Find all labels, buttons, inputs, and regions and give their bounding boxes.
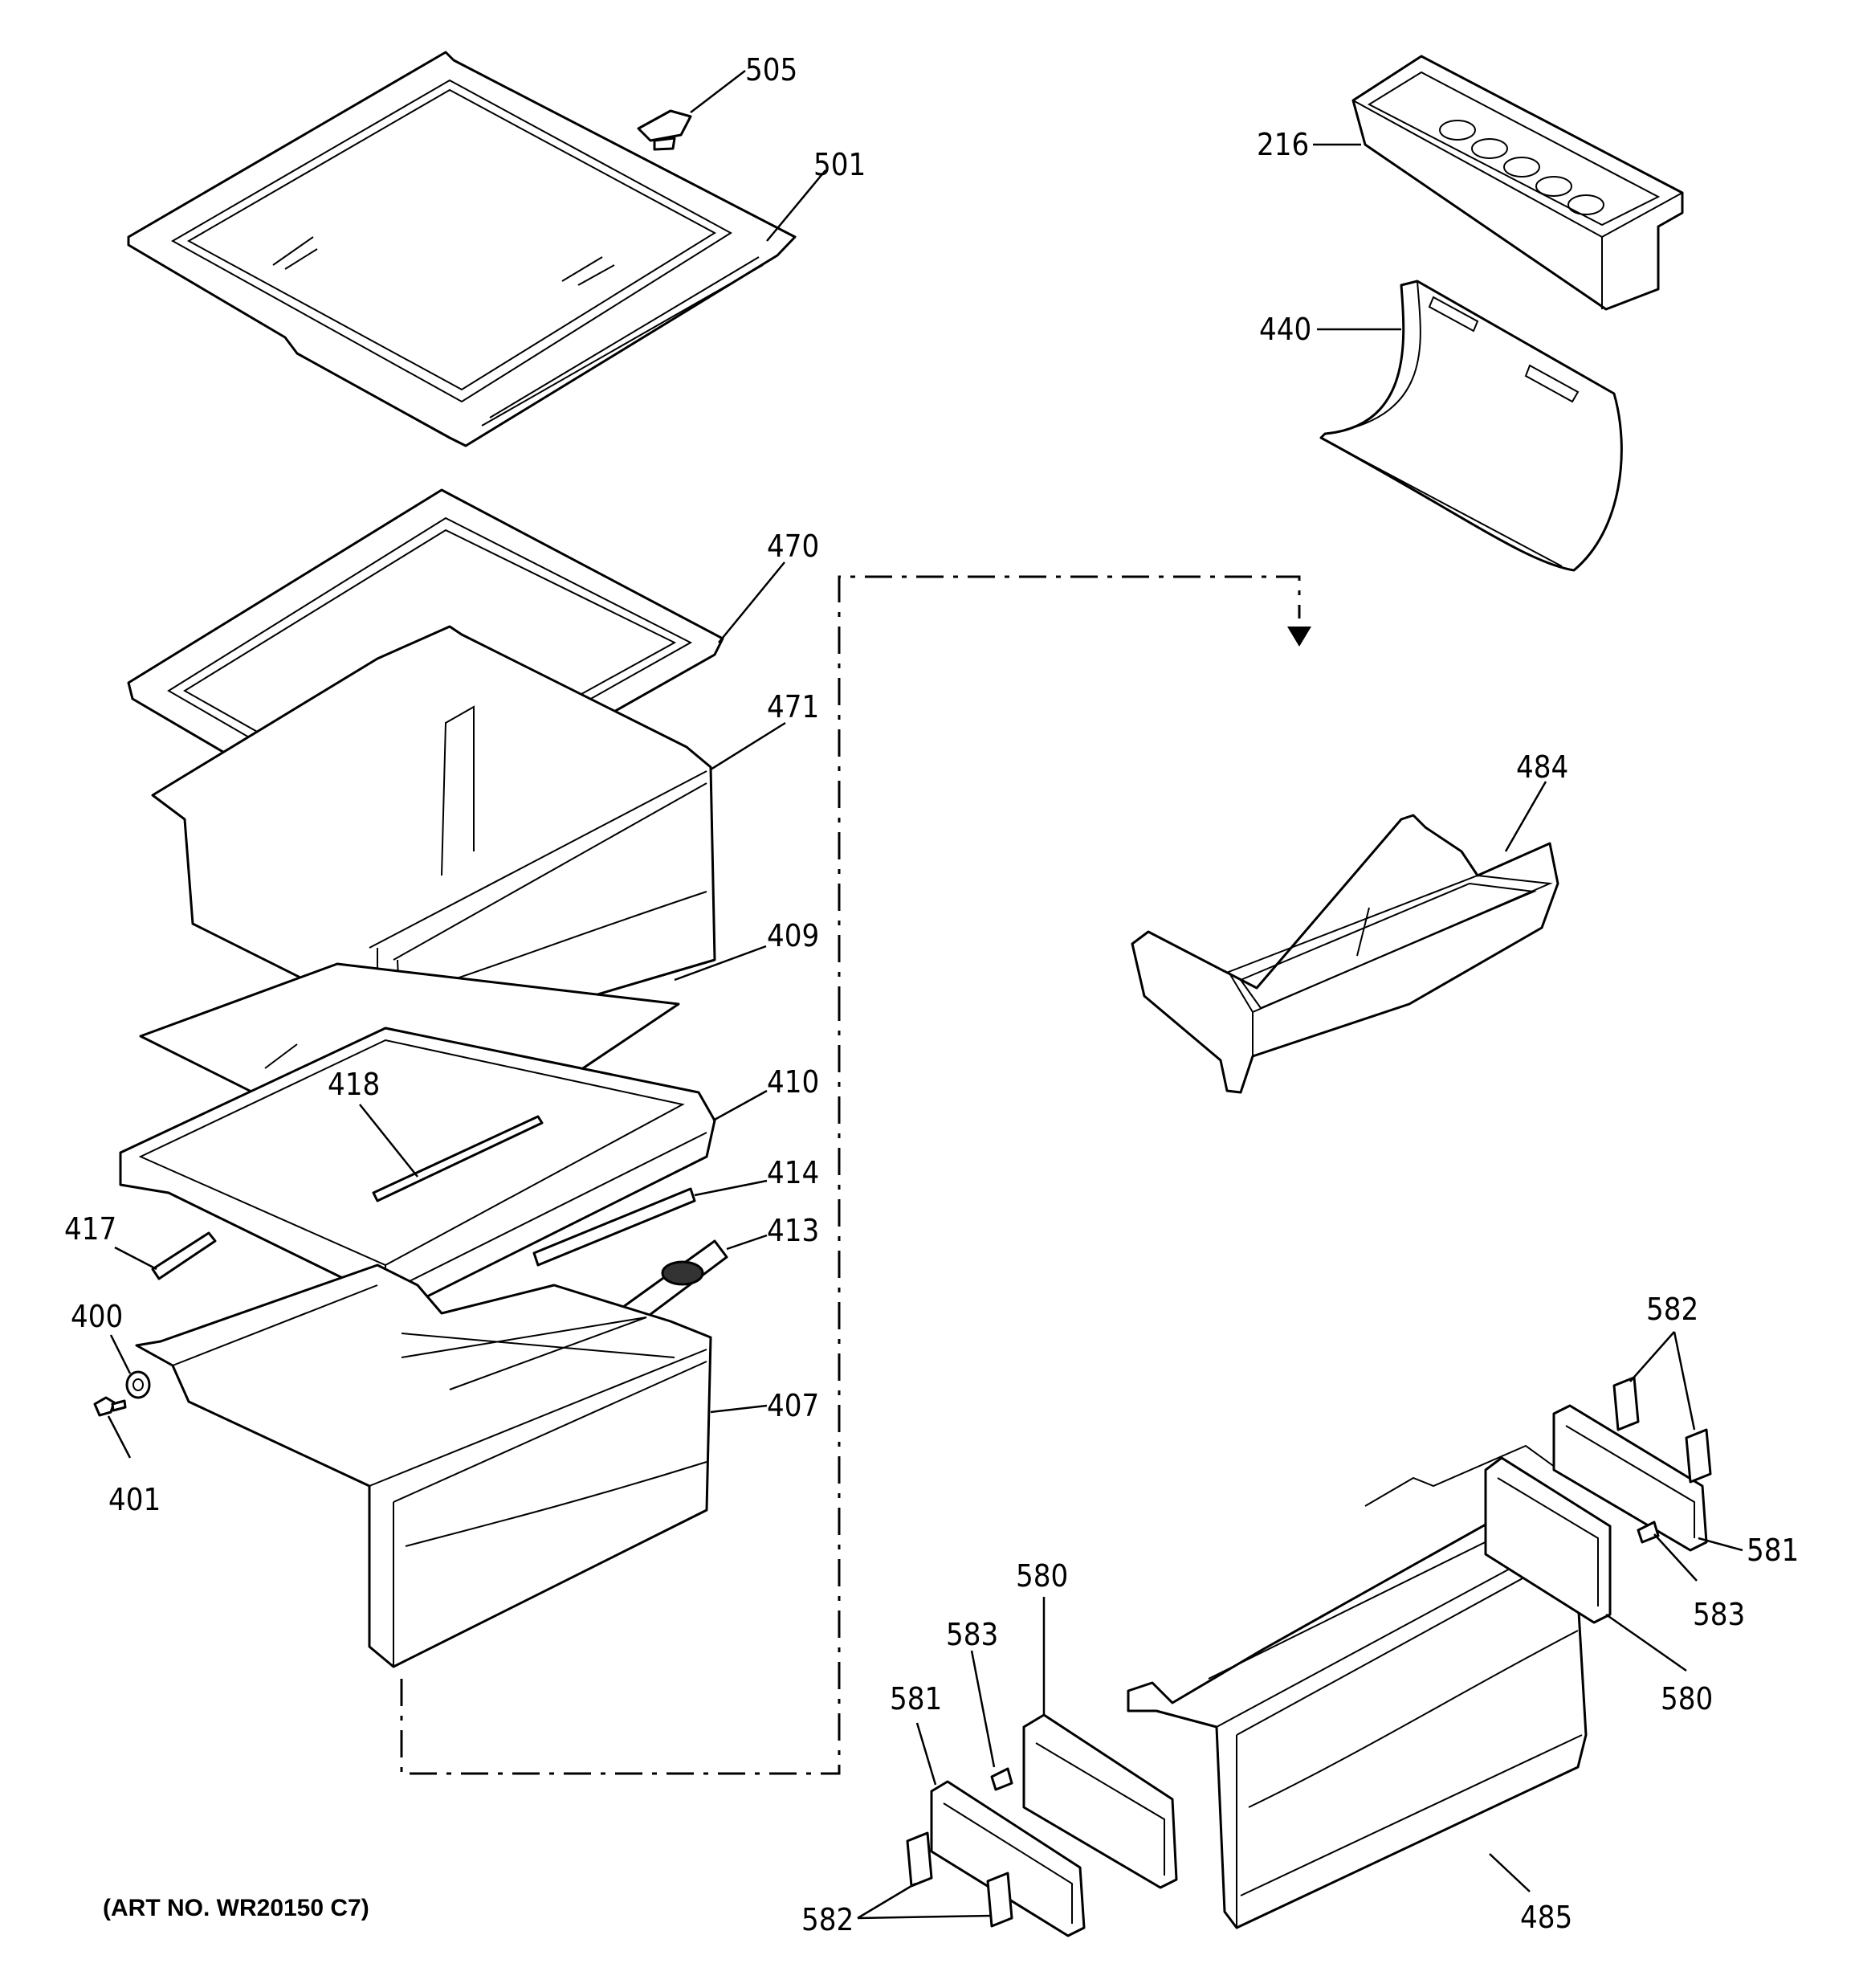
shelf-clip-505 xyxy=(637,109,692,151)
dash-dot-outline xyxy=(400,575,1311,1775)
callout-581-right: 581 xyxy=(1747,1533,1799,1568)
screw-401 xyxy=(93,1396,127,1417)
leader-lines xyxy=(107,70,1743,1920)
glass-shelf-501 xyxy=(127,51,797,447)
callout-470: 470 xyxy=(767,529,819,564)
callout-440: 440 xyxy=(1259,312,1311,347)
screw-583-right xyxy=(1637,1521,1660,1544)
callout-414: 414 xyxy=(767,1155,819,1190)
rail-581-right xyxy=(1552,1404,1708,1552)
callout-580-right: 580 xyxy=(1661,1681,1713,1717)
callout-484: 484 xyxy=(1516,749,1568,785)
callout-410: 410 xyxy=(767,1064,819,1100)
callout-409: 409 xyxy=(767,918,819,953)
callout-400: 400 xyxy=(71,1299,123,1334)
bushing-400 xyxy=(125,1370,151,1399)
rail-580-right xyxy=(1484,1456,1612,1624)
callout-580-left: 580 xyxy=(1016,1558,1068,1594)
block-582-left-2 xyxy=(986,1872,1013,1928)
cover-484 xyxy=(1131,814,1559,1094)
drawer-485 xyxy=(1127,1444,1588,1929)
callout-582-left: 582 xyxy=(801,1902,854,1937)
cover-440 xyxy=(1319,280,1623,572)
screw-583-left xyxy=(990,1767,1013,1791)
callout-216: 216 xyxy=(1257,127,1309,162)
part-418 xyxy=(372,1115,544,1202)
rail-417 xyxy=(151,1231,217,1280)
callout-501: 501 xyxy=(813,147,866,182)
callout-407: 407 xyxy=(767,1388,819,1423)
drawer-407 xyxy=(135,1263,712,1668)
bin-216 xyxy=(1351,55,1684,311)
block-582-right-1 xyxy=(1612,1376,1640,1431)
block-582-right-2 xyxy=(1685,1428,1712,1484)
art-number: (ART NO. WR20150 C7) xyxy=(103,1895,369,1921)
callout-583-left: 583 xyxy=(946,1617,998,1652)
callout-583-right: 583 xyxy=(1693,1597,1745,1632)
callout-485: 485 xyxy=(1520,1900,1572,1935)
callout-417: 417 xyxy=(64,1211,116,1247)
arrow-down-icon xyxy=(1287,627,1311,647)
callout-582-right: 582 xyxy=(1646,1292,1698,1327)
callout-labels: 505 501 216 440 470 471 409 418 410 414 … xyxy=(64,52,1799,1937)
rail-581-left xyxy=(930,1780,1086,1937)
callout-401: 401 xyxy=(108,1482,161,1517)
handle-413 xyxy=(613,1239,728,1331)
callout-413: 413 xyxy=(767,1213,819,1248)
callout-418: 418 xyxy=(328,1067,380,1102)
callout-471: 471 xyxy=(767,689,819,725)
part-414 xyxy=(532,1187,696,1267)
callout-581-left: 581 xyxy=(890,1681,942,1717)
callout-505: 505 xyxy=(745,52,797,88)
block-582-left-1 xyxy=(906,1831,933,1888)
drawer-471 xyxy=(151,625,716,1054)
